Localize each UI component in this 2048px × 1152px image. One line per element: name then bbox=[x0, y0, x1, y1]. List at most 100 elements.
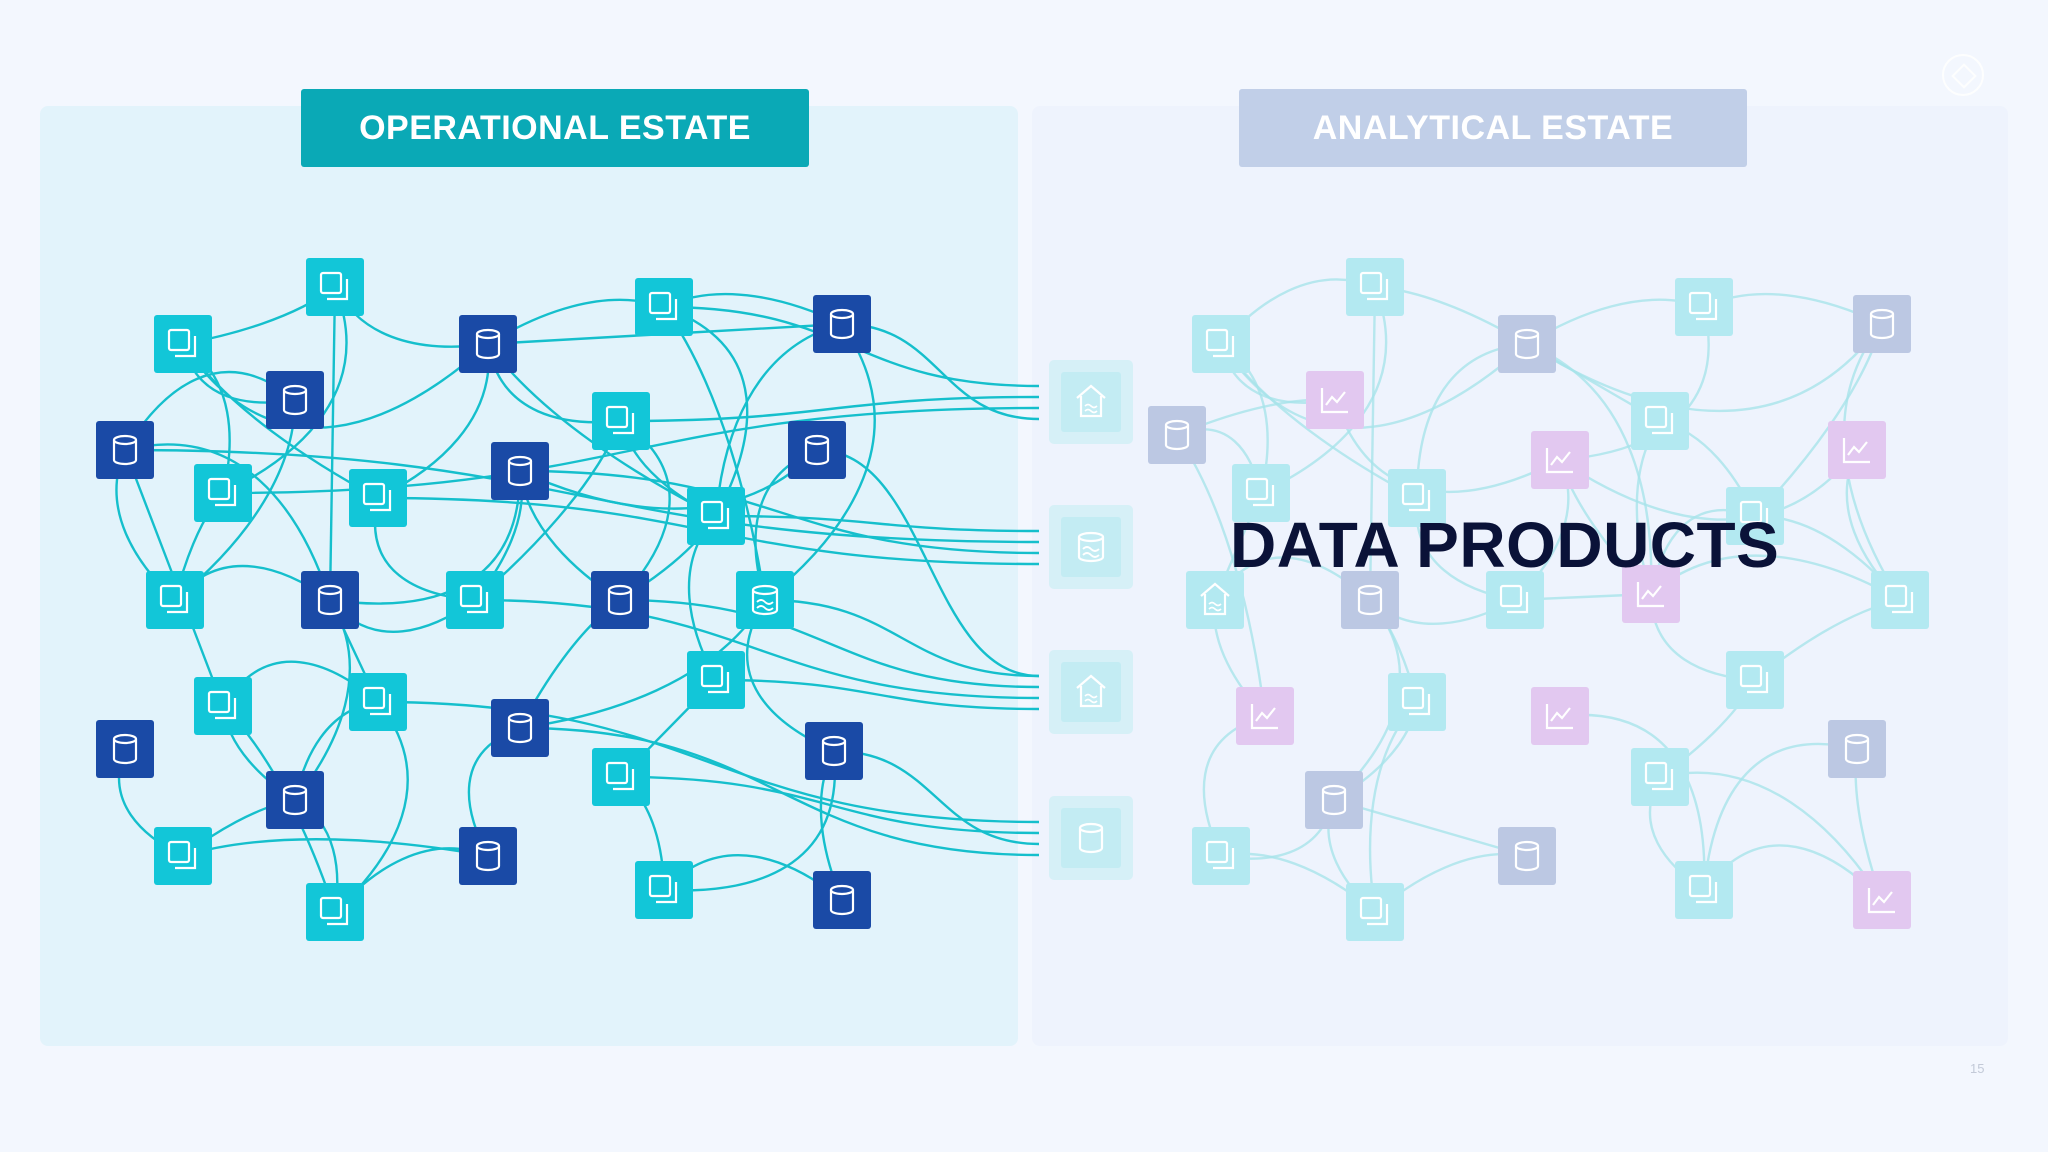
operational-copy-node bbox=[592, 748, 650, 806]
operational-copy-node bbox=[687, 487, 745, 545]
database-icon bbox=[112, 733, 138, 765]
operational-connector bbox=[663, 306, 767, 601]
data-product-feed-connector bbox=[474, 598, 1040, 700]
database-icon bbox=[1357, 584, 1383, 616]
copy-icon bbox=[319, 271, 349, 301]
operational-database-node bbox=[301, 571, 359, 629]
copy-icon bbox=[700, 664, 730, 694]
operational-connector bbox=[519, 599, 767, 730]
data-product-feed-connector bbox=[841, 322, 1040, 421]
copy-icon bbox=[167, 328, 197, 358]
analytical-estate-label: ANALYTICAL ESTATE bbox=[1239, 89, 1747, 167]
logo-icon bbox=[1942, 54, 1984, 96]
warehouse-icon bbox=[1076, 674, 1106, 708]
copy-icon bbox=[1359, 896, 1389, 926]
operational-connector bbox=[124, 443, 332, 601]
data-product-feed-connector bbox=[519, 726, 1040, 857]
database-icon bbox=[1514, 840, 1540, 872]
database-icon bbox=[821, 735, 847, 767]
analytical-copy-node bbox=[1388, 469, 1446, 527]
copy-icon bbox=[1401, 482, 1431, 512]
data-product-feed-connector bbox=[124, 448, 1040, 544]
warehouse-icon bbox=[1076, 384, 1106, 418]
analytical-line-chart-node bbox=[1828, 421, 1886, 479]
analytical-database-node bbox=[1305, 771, 1363, 829]
line-chart-icon bbox=[1545, 448, 1573, 474]
operational-database-node bbox=[805, 722, 863, 780]
copy-icon bbox=[1644, 405, 1674, 435]
database-icon bbox=[1869, 308, 1895, 340]
data-product-node bbox=[1049, 505, 1133, 589]
analytical-connector bbox=[1702, 742, 1858, 891]
analytical-copy-node bbox=[1675, 278, 1733, 336]
analytical-connector bbox=[1650, 554, 1901, 602]
copy-icon bbox=[1688, 291, 1718, 321]
operational-database-node bbox=[813, 871, 871, 929]
operational-database-node bbox=[459, 827, 517, 885]
analytical-copy-node bbox=[1486, 571, 1544, 629]
operational-copy-node bbox=[635, 861, 693, 919]
operational-database-node bbox=[491, 442, 549, 500]
line-chart-icon bbox=[1250, 704, 1278, 730]
analytical-connector bbox=[1368, 286, 1377, 601]
database-icon bbox=[1164, 419, 1190, 451]
analytical-copy-node bbox=[1346, 883, 1404, 941]
operational-copy-node bbox=[446, 571, 504, 629]
copy-icon bbox=[1245, 477, 1275, 507]
analytical-copy-node bbox=[1726, 487, 1784, 545]
operational-connector bbox=[328, 286, 337, 601]
line-chart-icon bbox=[1636, 582, 1664, 608]
data-lake-icon bbox=[1077, 531, 1105, 563]
operational-connector bbox=[519, 449, 818, 510]
analytical-copy-node bbox=[1388, 673, 1446, 731]
operational-copy-node bbox=[146, 571, 204, 629]
operational-copy-node bbox=[306, 883, 364, 941]
analytical-connector bbox=[1526, 342, 1653, 595]
analytical-copy-node bbox=[1631, 392, 1689, 450]
copy-icon bbox=[1644, 761, 1674, 791]
database-icon bbox=[507, 455, 533, 487]
analytical-line-chart-node bbox=[1531, 687, 1589, 745]
data-product-feed-connector bbox=[816, 448, 1040, 678]
analytical-database-node bbox=[1341, 571, 1399, 629]
operational-copy-node bbox=[592, 392, 650, 450]
analytical-line-chart-node bbox=[1306, 371, 1364, 429]
analytical-database-node bbox=[1148, 406, 1206, 464]
line-chart-icon bbox=[1842, 438, 1870, 464]
database-icon bbox=[1321, 784, 1347, 816]
data-product-feed-connector bbox=[833, 749, 1040, 846]
operational-copy-node bbox=[687, 651, 745, 709]
copy-icon bbox=[605, 761, 635, 791]
copy-icon bbox=[648, 291, 678, 321]
analytical-database-node bbox=[1853, 295, 1911, 353]
operational-database-node bbox=[459, 315, 517, 373]
analytical-line-chart-node bbox=[1236, 687, 1294, 745]
line-chart-icon bbox=[1867, 888, 1895, 914]
operational-copy-node bbox=[306, 258, 364, 316]
analytical-copy-node bbox=[1192, 827, 1250, 885]
operational-copy-node bbox=[194, 464, 252, 522]
copy-icon bbox=[1739, 664, 1769, 694]
copy-icon bbox=[1884, 584, 1914, 614]
analytical-connector bbox=[1176, 434, 1267, 717]
analytical-line-chart-node bbox=[1853, 871, 1911, 929]
database-icon bbox=[1078, 822, 1104, 854]
database-icon bbox=[1514, 328, 1540, 360]
analytical-connector bbox=[1220, 343, 1528, 430]
operational-copy-node bbox=[194, 677, 252, 735]
copy-icon bbox=[459, 584, 489, 614]
operational-database-node bbox=[491, 699, 549, 757]
operational-database-node bbox=[591, 571, 649, 629]
analytical-line-chart-node bbox=[1622, 565, 1680, 623]
line-chart-icon bbox=[1545, 704, 1573, 730]
analytical-connector bbox=[1333, 399, 1561, 494]
copy-icon bbox=[319, 896, 349, 926]
operational-connector bbox=[663, 305, 749, 517]
copy-icon bbox=[362, 686, 392, 716]
analytical-connector bbox=[1368, 701, 1418, 913]
operational-database-node bbox=[96, 421, 154, 479]
data-product-feed-connector bbox=[715, 514, 1040, 533]
data-product-feed-connector bbox=[715, 678, 1040, 711]
data-product-feed-connector bbox=[620, 775, 1040, 835]
copy-icon bbox=[362, 482, 392, 512]
